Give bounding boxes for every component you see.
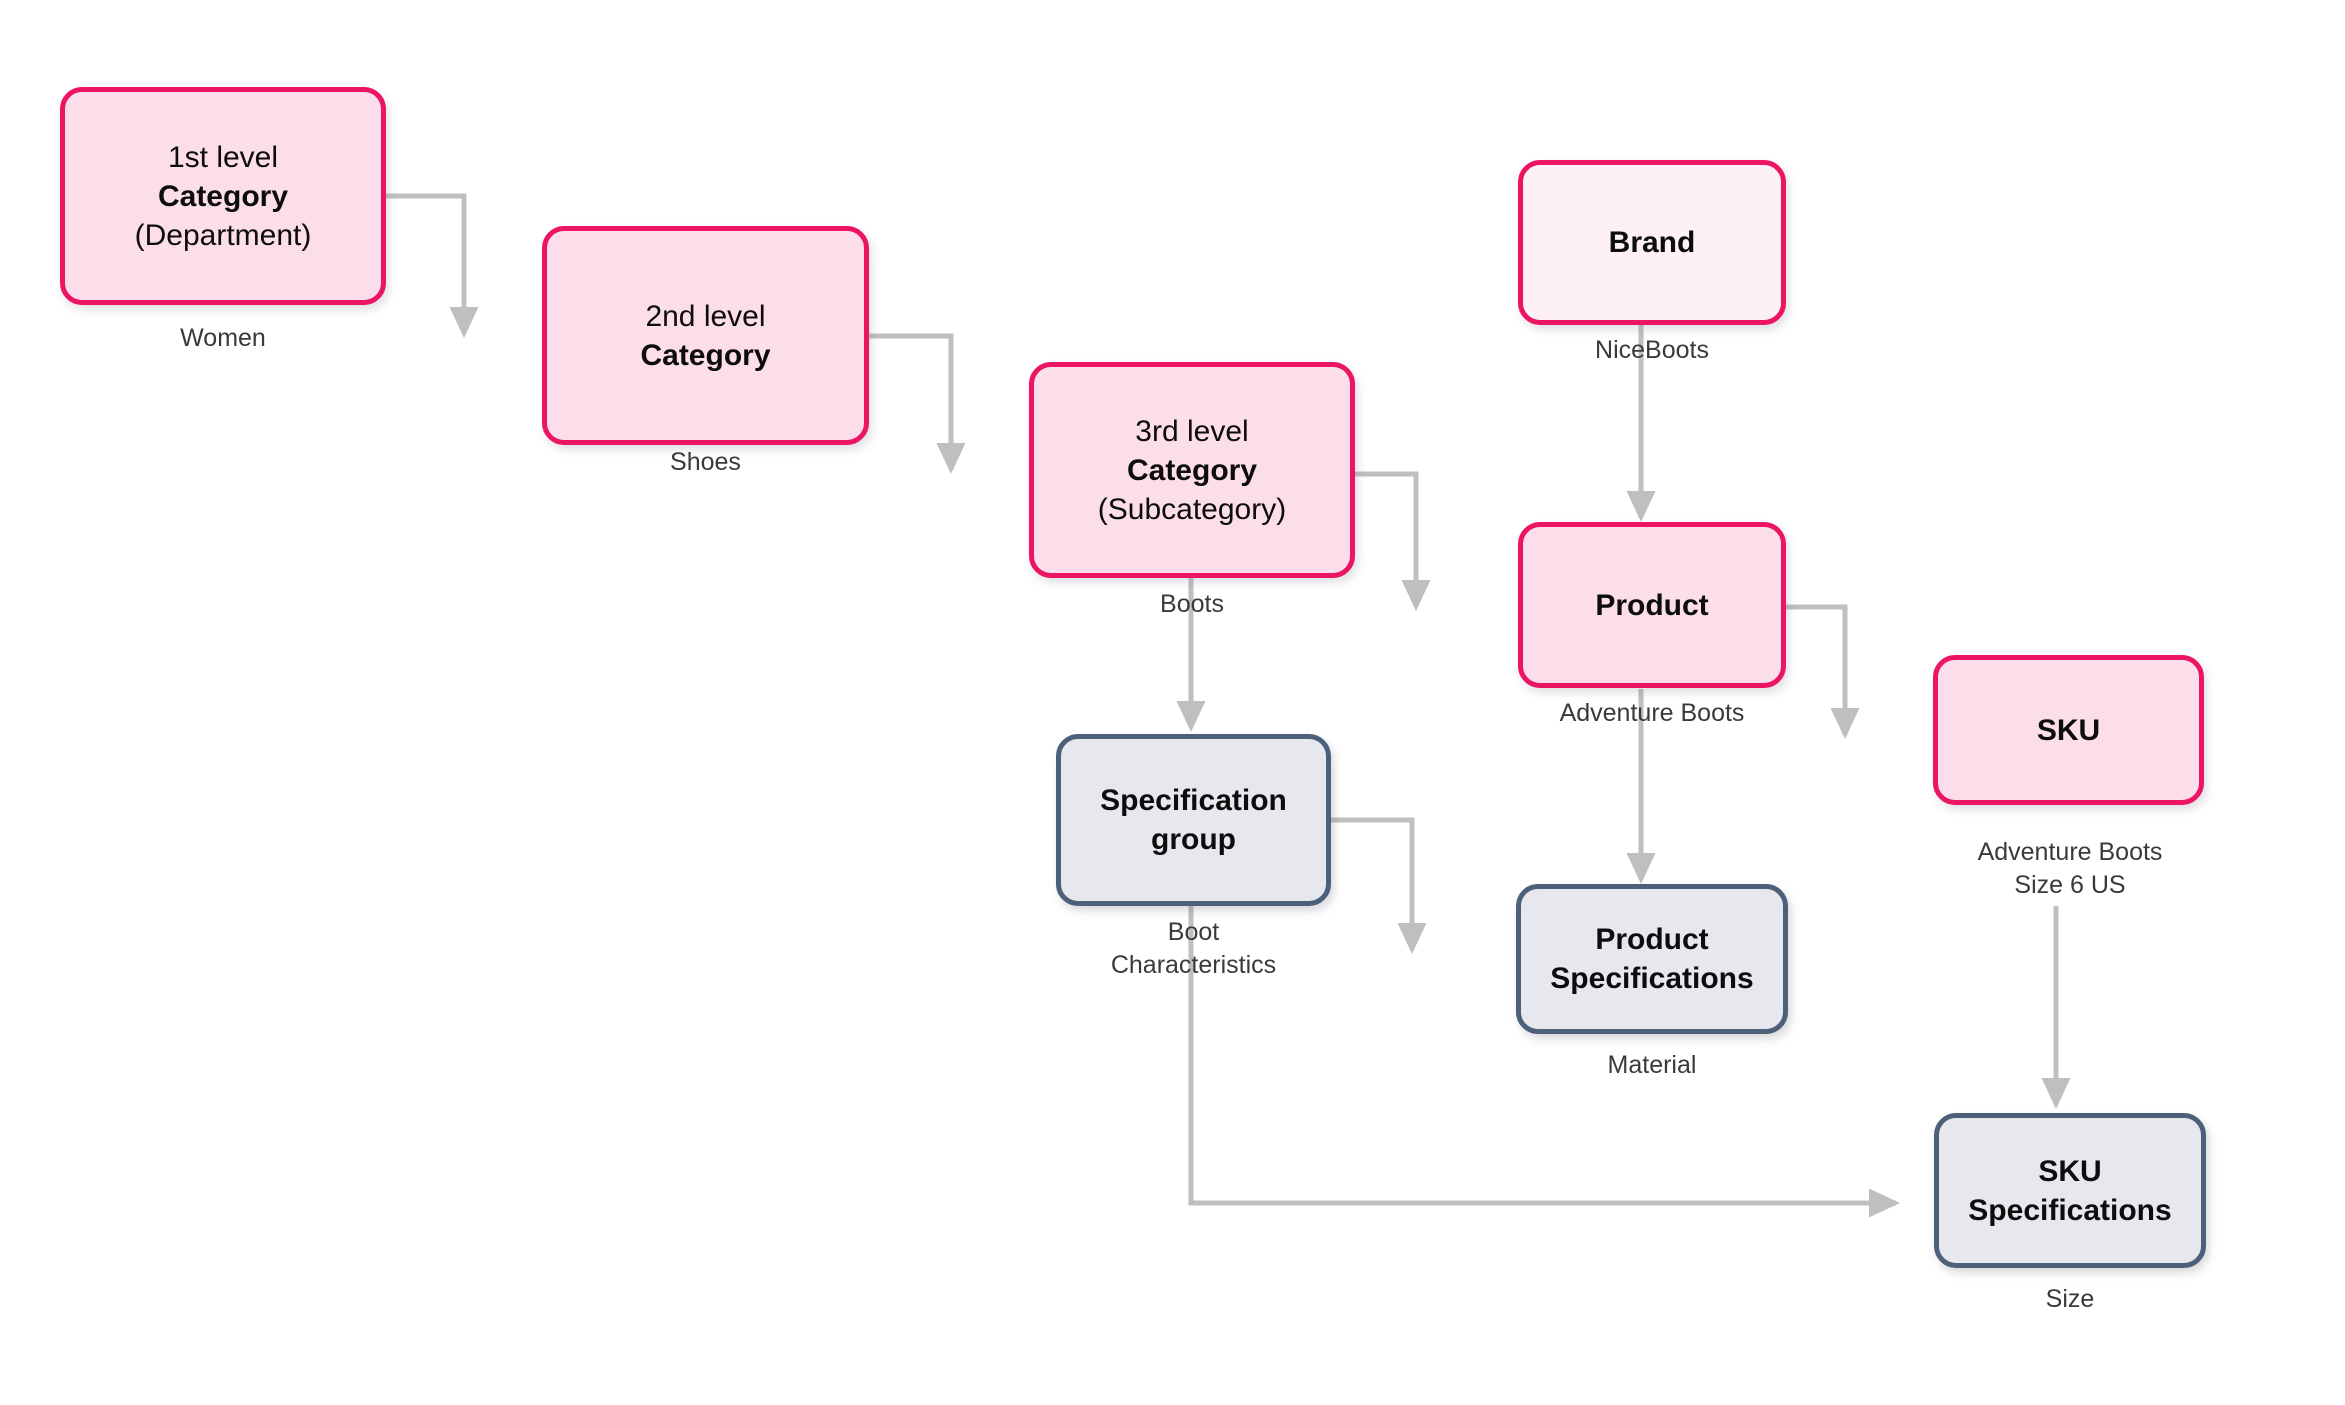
node-product-text: Product <box>1585 586 1718 625</box>
node-category-2-line-1: Category <box>640 338 771 372</box>
node-specification-group-line-1: group <box>1151 823 1236 856</box>
caption-product-specifications: Material <box>1607 1051 1697 1079</box>
node-sku-specifications-text: SKU Specifications <box>1958 1152 2181 1230</box>
node-product-specifications-line-0: Product <box>1595 923 1709 956</box>
caption-sku-specifications: Size <box>2045 1285 2095 1313</box>
node-product-specifications-text: Product Specifications <box>1540 920 1763 998</box>
node-brand-line-0: Brand <box>1608 226 1696 259</box>
node-brand-text: Brand <box>1599 223 1706 262</box>
edge-category2-to-category3 <box>869 333 966 474</box>
node-sku-specifications[interactable]: SKU Specifications <box>1934 1113 2206 1268</box>
node-category-3-line-1: Category <box>1126 453 1258 487</box>
caption-product: Adventure Boots <box>1559 699 1745 727</box>
node-category-1-line-2: (Department) <box>134 218 312 252</box>
node-sku-specifications-line-1: Specifications <box>1968 1193 2172 1227</box>
node-product-specifications-line-1: Specifications <box>1550 962 1754 995</box>
node-specification-group-text: Specification group <box>1090 781 1297 859</box>
node-category-1-text: 1st level Category (Department) <box>125 138 322 255</box>
node-sku-line-0: SKU <box>2036 713 2101 747</box>
node-category-3-line-2: (Subcategory) <box>1097 492 1287 526</box>
edge-category3-to-product <box>1355 471 1431 611</box>
caption-category-1: Women <box>180 324 266 352</box>
edge-category1-to-category2 <box>386 193 479 338</box>
caption-sku: Adventure Boots Size 6 US <box>1977 838 2163 899</box>
node-sku[interactable]: SKU <box>1933 655 2204 805</box>
node-specification-group-line-0: Specification <box>1100 784 1287 817</box>
node-category-2-line-0: 2nd level <box>645 299 766 333</box>
node-product-specifications[interactable]: Product Specifications <box>1516 884 1788 1034</box>
caption-category-3: Boots <box>1160 590 1224 618</box>
node-category-1[interactable]: 1st level Category (Department) <box>60 87 386 305</box>
caption-brand: NiceBoots <box>1595 336 1709 364</box>
node-specification-group[interactable]: Specification group <box>1056 734 1331 906</box>
node-sku-text: SKU <box>2027 711 2110 750</box>
node-product[interactable]: Product <box>1518 522 1786 688</box>
node-sku-specifications-line-0: SKU <box>2038 1154 2102 1188</box>
node-category-3[interactable]: 3rd level Category (Subcategory) <box>1029 362 1355 578</box>
node-category-1-line-1: Category <box>157 179 289 213</box>
node-category-1-line-0: 1st level <box>167 140 279 174</box>
node-product-line-0: Product <box>1595 588 1709 622</box>
node-category-2[interactable]: 2nd level Category <box>542 226 869 445</box>
node-category-2-text: 2nd level Category <box>630 297 780 375</box>
node-category-3-line-0: 3rd level <box>1135 414 1249 448</box>
caption-category-2: Shoes <box>670 448 741 476</box>
node-brand[interactable]: Brand <box>1518 160 1786 325</box>
node-category-3-text: 3rd level Category (Subcategory) <box>1088 412 1296 529</box>
caption-specification-group: Boot Characteristics <box>1110 918 1277 979</box>
